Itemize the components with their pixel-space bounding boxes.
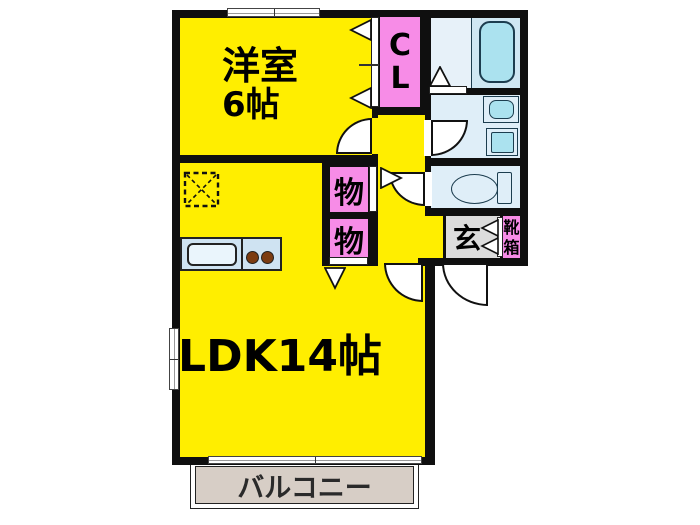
storage-lower-label: 物 bbox=[334, 224, 364, 260]
stove-burner-icon bbox=[261, 251, 274, 264]
balcony-label: バルコニー bbox=[237, 472, 372, 504]
wall-door-hinge-patch bbox=[418, 258, 425, 266]
stove-burner-icon bbox=[246, 251, 259, 264]
western-room-size: 6帖 bbox=[222, 85, 280, 126]
balcony-floor bbox=[195, 466, 414, 504]
toilet-bowl-icon bbox=[451, 174, 498, 204]
window-north-icon bbox=[227, 8, 320, 17]
western-room-label: 洋室 6帖 bbox=[222, 42, 382, 128]
door-triangle-icon bbox=[429, 66, 451, 87]
shoebox-door bbox=[497, 217, 503, 257]
bath-door bbox=[429, 86, 467, 94]
door-triangle-icon bbox=[349, 19, 372, 41]
door-triangle-icon bbox=[324, 267, 346, 290]
washing-machine-icon bbox=[491, 132, 514, 153]
front-door-swing-icon bbox=[442, 263, 488, 306]
washbasin-bowl-icon bbox=[489, 100, 514, 119]
room-storage-upper bbox=[330, 167, 368, 212]
storage-lower-door bbox=[329, 257, 368, 265]
room-storage-lower bbox=[330, 219, 368, 258]
storage-upper-door bbox=[369, 166, 377, 212]
door-triangle-icon bbox=[380, 167, 403, 189]
closet-cl-label: C L bbox=[380, 22, 420, 102]
storage-upper-label: 物 bbox=[334, 175, 364, 211]
sink-icon bbox=[187, 243, 237, 266]
room-ldk bbox=[180, 163, 425, 457]
room-closet-cl bbox=[380, 17, 420, 107]
closet-door-tick bbox=[359, 64, 379, 66]
washroom-door-opening bbox=[424, 120, 432, 156]
closet-cl-char: C bbox=[388, 28, 412, 63]
closet-door bbox=[371, 17, 379, 107]
shoebox-char: 靴 bbox=[503, 218, 520, 237]
toilet-door-opening bbox=[424, 172, 432, 206]
refrigerator-space-icon bbox=[183, 171, 220, 208]
room-shoebox bbox=[503, 216, 520, 258]
ldk-label: LDK14帖 bbox=[178, 331, 382, 382]
western-room-name: 洋室 bbox=[222, 44, 299, 89]
toilet-tank-icon bbox=[497, 172, 512, 204]
door-triangle-icon bbox=[480, 237, 499, 255]
entrance-label: 玄 bbox=[452, 222, 481, 255]
western-door-opening bbox=[372, 118, 378, 154]
closet-cl-char: L bbox=[390, 61, 410, 96]
shoebox-char: 箱 bbox=[503, 238, 520, 257]
balcony-sliding-door-icon bbox=[208, 456, 422, 464]
door-triangle-icon bbox=[480, 219, 499, 237]
kitchen-counter-divider bbox=[241, 237, 243, 271]
window-west-icon bbox=[169, 328, 179, 390]
room-western bbox=[180, 18, 372, 155]
bathtub-icon bbox=[479, 21, 515, 83]
door-triangle-icon bbox=[349, 87, 372, 109]
shoebox-label: 靴 箱 bbox=[503, 218, 520, 258]
